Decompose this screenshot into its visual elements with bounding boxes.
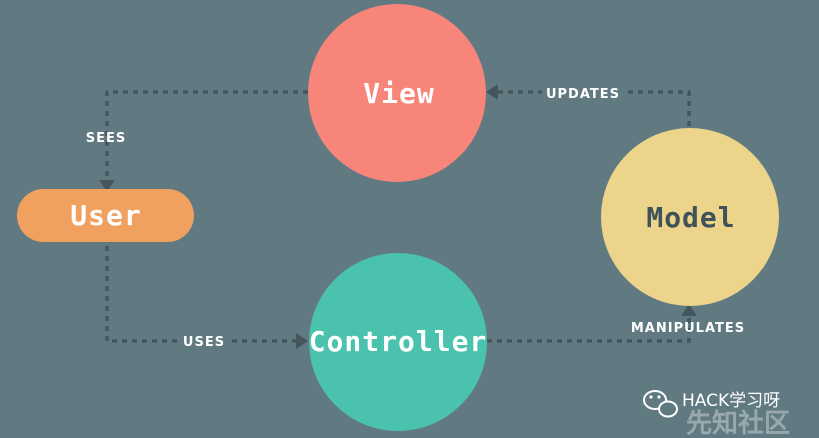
edge-sees: SEES — [86, 90, 308, 192]
edge-uses: USES — [105, 246, 308, 351]
edge-label-updates: UPDATES — [546, 87, 620, 102]
wechat-icon — [643, 390, 678, 418]
node-controller: Controller — [309, 253, 488, 431]
watermark-account: HACK学习呀 — [682, 391, 780, 411]
edge-label-manipulates: MANIPULATES — [631, 321, 745, 336]
node-model: Model — [601, 128, 779, 306]
node-user: User — [17, 189, 194, 242]
edge-label-sees: SEES — [86, 131, 127, 146]
node-controller-label: Controller — [309, 325, 488, 358]
node-view-label: View — [363, 77, 434, 110]
edge-manipulates: MANIPULATES — [487, 304, 745, 343]
edge-label-uses: USES — [183, 335, 225, 350]
node-user-label: User — [70, 199, 141, 232]
edge-updates: UPDATES — [486, 82, 691, 136]
node-model-label: Model — [646, 201, 735, 234]
watermark: HACK学习呀 先知社区 — [643, 390, 790, 438]
watermark-site: 先知社区 — [686, 408, 790, 438]
node-view: View — [308, 4, 486, 182]
